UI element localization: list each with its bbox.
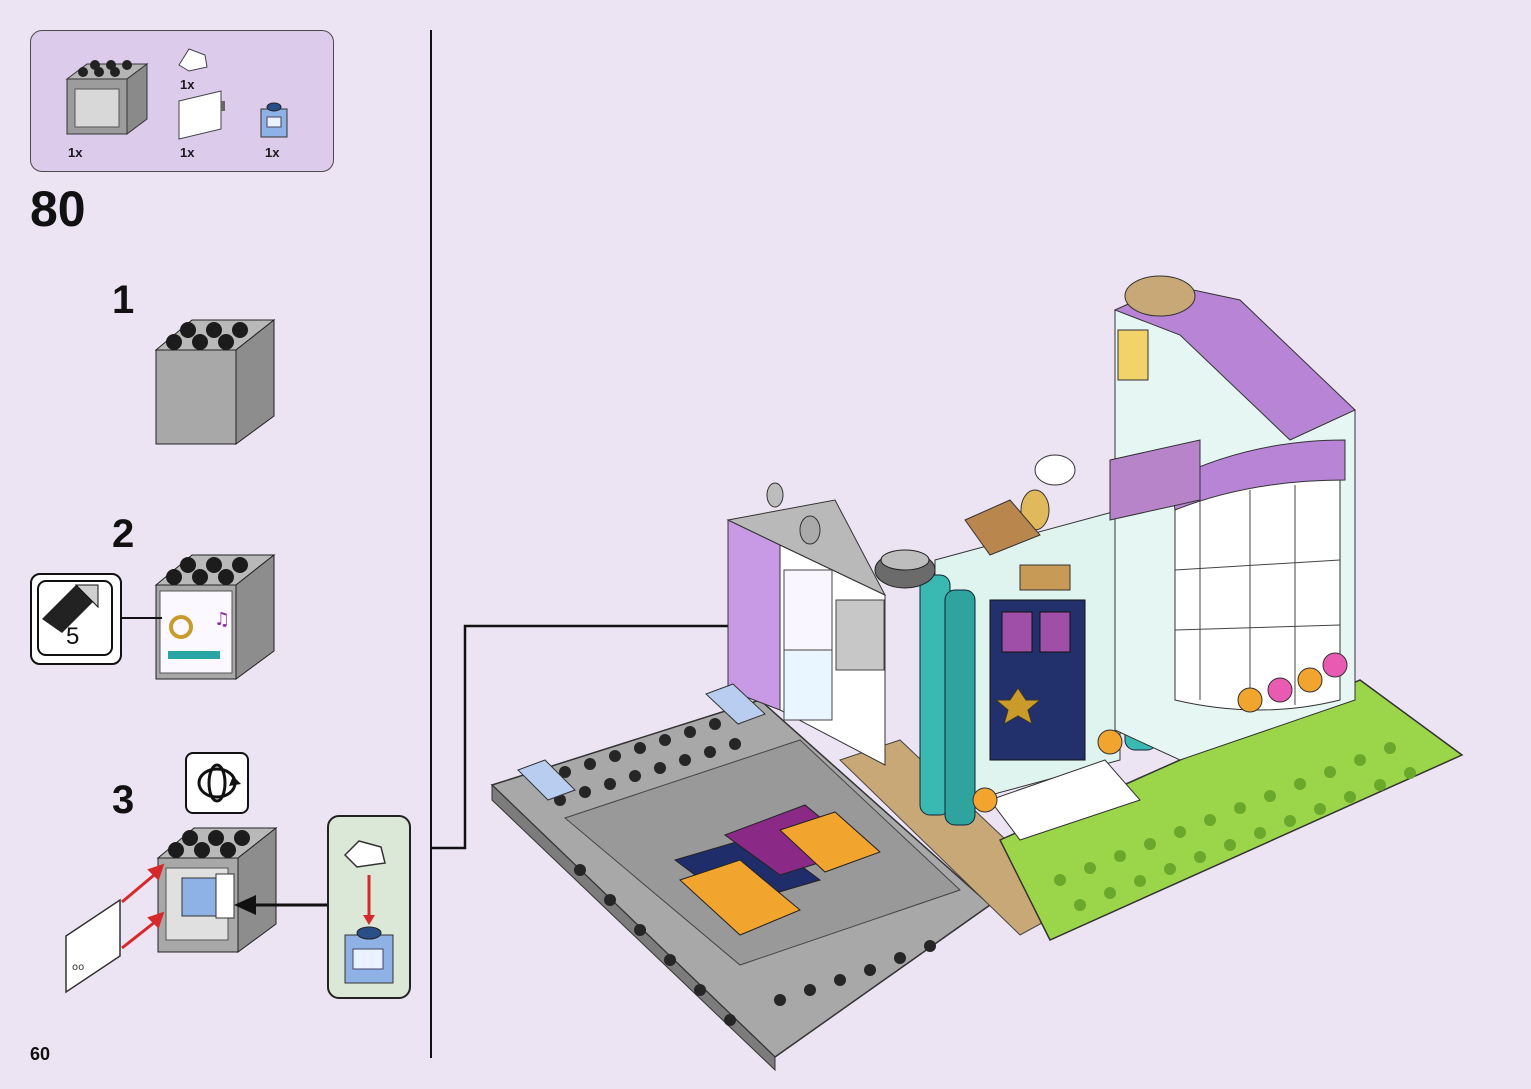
- door-panel-icon: oo: [65, 898, 121, 994]
- grass-studs: [1054, 742, 1416, 911]
- page-number: 60: [30, 1044, 51, 1064]
- grey-brick-icon: [154, 318, 276, 445]
- part-qty-label: 1x: [180, 77, 195, 92]
- substep-number: 3: [112, 778, 135, 822]
- sticker-sheet-badge: 5: [30, 573, 122, 665]
- baseplate-studs: [534, 718, 936, 1026]
- gold-star: [994, 687, 1042, 726]
- part-qty-label: 1x: [68, 145, 83, 160]
- brick-with-door-icon: [156, 826, 278, 953]
- blue-tiles: [517, 683, 766, 801]
- slope-tile-icon: [343, 840, 386, 868]
- house-number-plate: [1019, 564, 1071, 591]
- front-step: [989, 759, 1141, 841]
- house-tower: [1109, 275, 1356, 761]
- grey-brick-2x3-icon: [65, 60, 149, 135]
- sticker-peel-icon: [37, 580, 113, 656]
- house-facade: [934, 509, 1141, 841]
- step-number: 80: [30, 181, 86, 237]
- part-qty-label: 1x: [180, 145, 195, 160]
- white-slope-tile-icon: [178, 48, 208, 72]
- parts-list-box: 1x 1x 1x 1x: [30, 30, 334, 172]
- svg-text:♫: ♫: [214, 609, 230, 630]
- stickered-brick-icon: ♫: [154, 553, 276, 680]
- rotate-model-icon: [185, 752, 249, 814]
- svg-text:oo: oo: [72, 962, 84, 973]
- flowers: [972, 652, 1348, 813]
- blue-printed-brick-icon: [260, 102, 288, 138]
- page-divider: [430, 30, 432, 1058]
- callout-illustration: [343, 840, 394, 984]
- orange-tile: [779, 811, 881, 873]
- substep-number: 2: [112, 512, 135, 556]
- rooftop-items: [766, 454, 1076, 589]
- black-callout-arrow: [234, 895, 327, 915]
- rotate-arrows: [197, 763, 241, 803]
- orange-tile: [679, 859, 801, 936]
- white-panel-door-icon: [178, 90, 225, 140]
- shop-wall: [726, 499, 887, 766]
- parts-illustrations: [65, 48, 288, 140]
- substep-number: 1: [112, 278, 135, 322]
- red-insert-arrows: [121, 863, 165, 950]
- part-qty-label: 1x: [265, 145, 280, 160]
- sticker-number: 5: [66, 623, 80, 650]
- subassembly-callout: [327, 815, 411, 999]
